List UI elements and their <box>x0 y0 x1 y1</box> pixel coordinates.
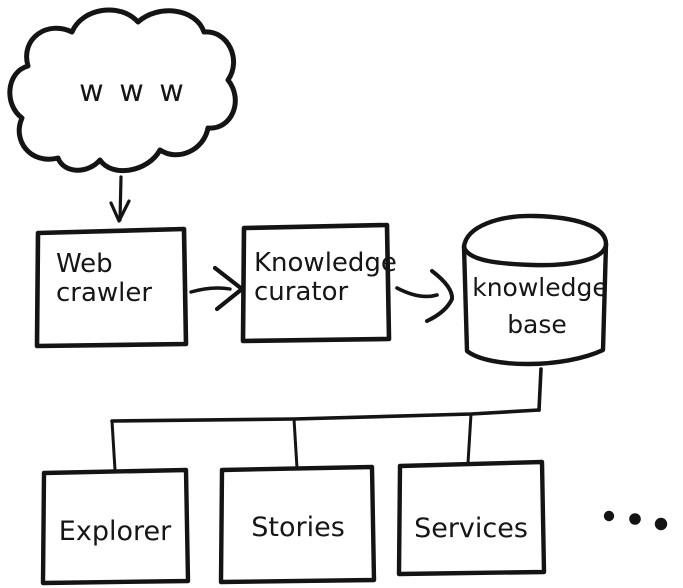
edge-curator-to-base <box>395 269 455 323</box>
ellipsis-dot-2 <box>629 513 641 525</box>
arrow-shaft <box>395 286 439 299</box>
arrow-head <box>425 269 455 323</box>
arrow-head <box>109 199 131 223</box>
cloud-shape <box>7 7 238 174</box>
node-www-cloud: w w w <box>7 7 238 174</box>
knowledge-base-label-line2: base <box>507 310 567 339</box>
web-crawler-label-line1: Web <box>56 249 113 279</box>
www-label: w w w <box>79 74 187 109</box>
stories-label: Stories <box>251 512 345 543</box>
node-stories: Stories <box>218 464 377 585</box>
node-explorer: Explorer <box>40 467 191 586</box>
connector-horizontal <box>110 408 541 423</box>
node-web-crawler: Web crawler <box>34 226 189 349</box>
ellipsis-dot-1 <box>603 510 615 522</box>
knowledge-curator-label-line1: Knowledge <box>254 248 397 278</box>
services-label: Services <box>414 513 528 544</box>
explorer-label: Explorer <box>59 516 172 547</box>
web-crawler-label-line2: crawler <box>56 278 152 308</box>
cylinder-body <box>461 241 609 367</box>
cylinder-top <box>461 213 609 268</box>
edge-www-to-crawler <box>109 175 131 223</box>
ellipsis-icon <box>603 510 668 531</box>
services-box <box>396 459 547 577</box>
connector-stem <box>537 367 543 412</box>
node-knowledge-base: knowledge base <box>461 213 609 367</box>
knowledge-base-label-line1: knowledge <box>472 273 608 302</box>
knowledge-curator-box <box>240 222 392 344</box>
web-crawler-box <box>34 226 189 349</box>
explorer-box <box>40 467 191 586</box>
connector-drop-services <box>466 412 473 465</box>
edge-crawler-to-curator <box>189 265 245 312</box>
knowledge-curator-label-line2: curator <box>254 277 348 307</box>
connector-drop-stories <box>292 417 299 470</box>
arrow-shaft <box>118 175 123 222</box>
node-services: Services <box>396 459 547 577</box>
node-knowledge-curator: Knowledge curator <box>240 222 397 344</box>
connector-drop-explorer <box>110 419 117 472</box>
arrow-shaft <box>189 286 232 294</box>
ellipsis-dot-3 <box>654 517 668 531</box>
stories-box <box>218 464 377 585</box>
edge-base-to-apps <box>110 367 543 472</box>
